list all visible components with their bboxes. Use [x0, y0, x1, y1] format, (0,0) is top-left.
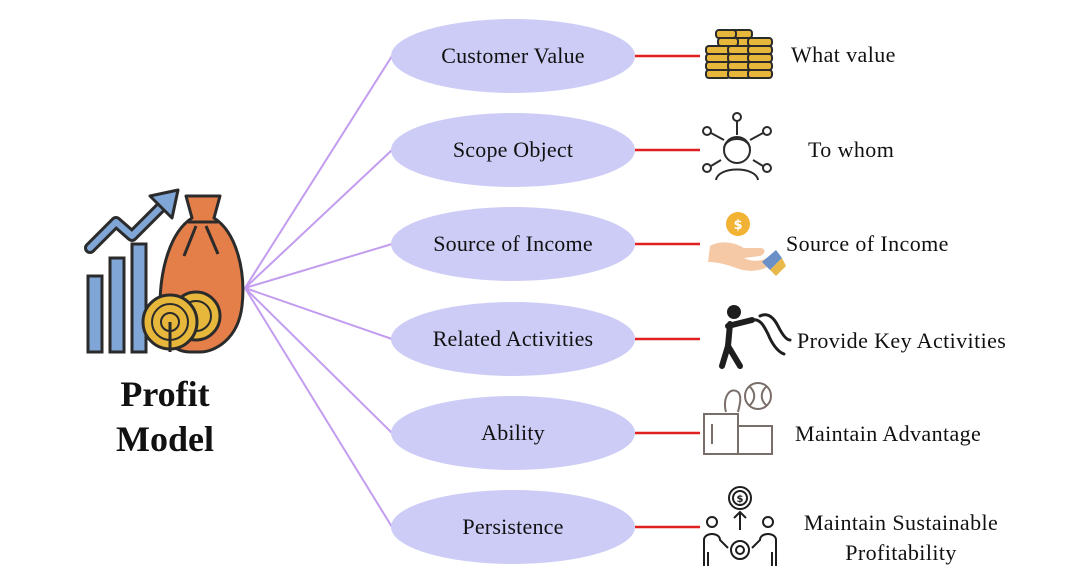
oval-label-scope-object: Scope Object [452, 137, 574, 162]
activity-figure-icon [719, 305, 792, 369]
svg-text:$: $ [733, 218, 742, 233]
coin-stacks-icon [705, 29, 773, 79]
ovals [391, 19, 635, 564]
description-provide-key-activities: Provide Key Activities [797, 328, 1007, 353]
oval-related-activities [391, 302, 635, 376]
team-growth-icon: $ [703, 486, 777, 566]
description-to-whom: To whom [808, 137, 895, 162]
fan-line-3 [244, 243, 393, 289]
description-what-value: What value [791, 42, 896, 67]
profit-chart-moneybag-icon [84, 188, 245, 354]
description-sustainable-line-1: Maintain Sustainable [803, 510, 999, 535]
fan-line-6 [244, 287, 393, 528]
oval-label-persistence: Persistence [462, 514, 564, 539]
oval-scope-object [391, 113, 635, 187]
description-source-of-income: Source of Income [786, 231, 949, 256]
svg-text:$: $ [737, 494, 744, 505]
fan-line-4 [244, 287, 393, 340]
hand-ball-icon [703, 382, 773, 455]
oval-customer-value [391, 19, 635, 93]
oval-ability [391, 396, 635, 470]
fan-line-2 [244, 149, 393, 289]
hand-coin-icon: $ [708, 212, 786, 276]
fan-lines [244, 55, 393, 528]
oval-label-customer-value: Customer Value [441, 43, 585, 68]
title-line-1: Profit [120, 374, 210, 414]
oval-label-related-activities: Related Activities [432, 326, 594, 351]
title-line-2: Model [116, 419, 214, 459]
connectors [635, 54, 700, 529]
fan-line-1 [244, 55, 393, 289]
oval-label-ability: Ability [481, 420, 545, 445]
fan-line-5 [244, 287, 393, 434]
description-maintain-advantage: Maintain Advantage [795, 421, 982, 446]
description-sustainable-line-2: Profitability [845, 540, 957, 565]
oval-persistence [391, 490, 635, 564]
customer-network-icon [702, 112, 772, 181]
oval-label-source-of-income: Source of Income [433, 231, 593, 256]
oval-source-of-income [391, 207, 635, 281]
